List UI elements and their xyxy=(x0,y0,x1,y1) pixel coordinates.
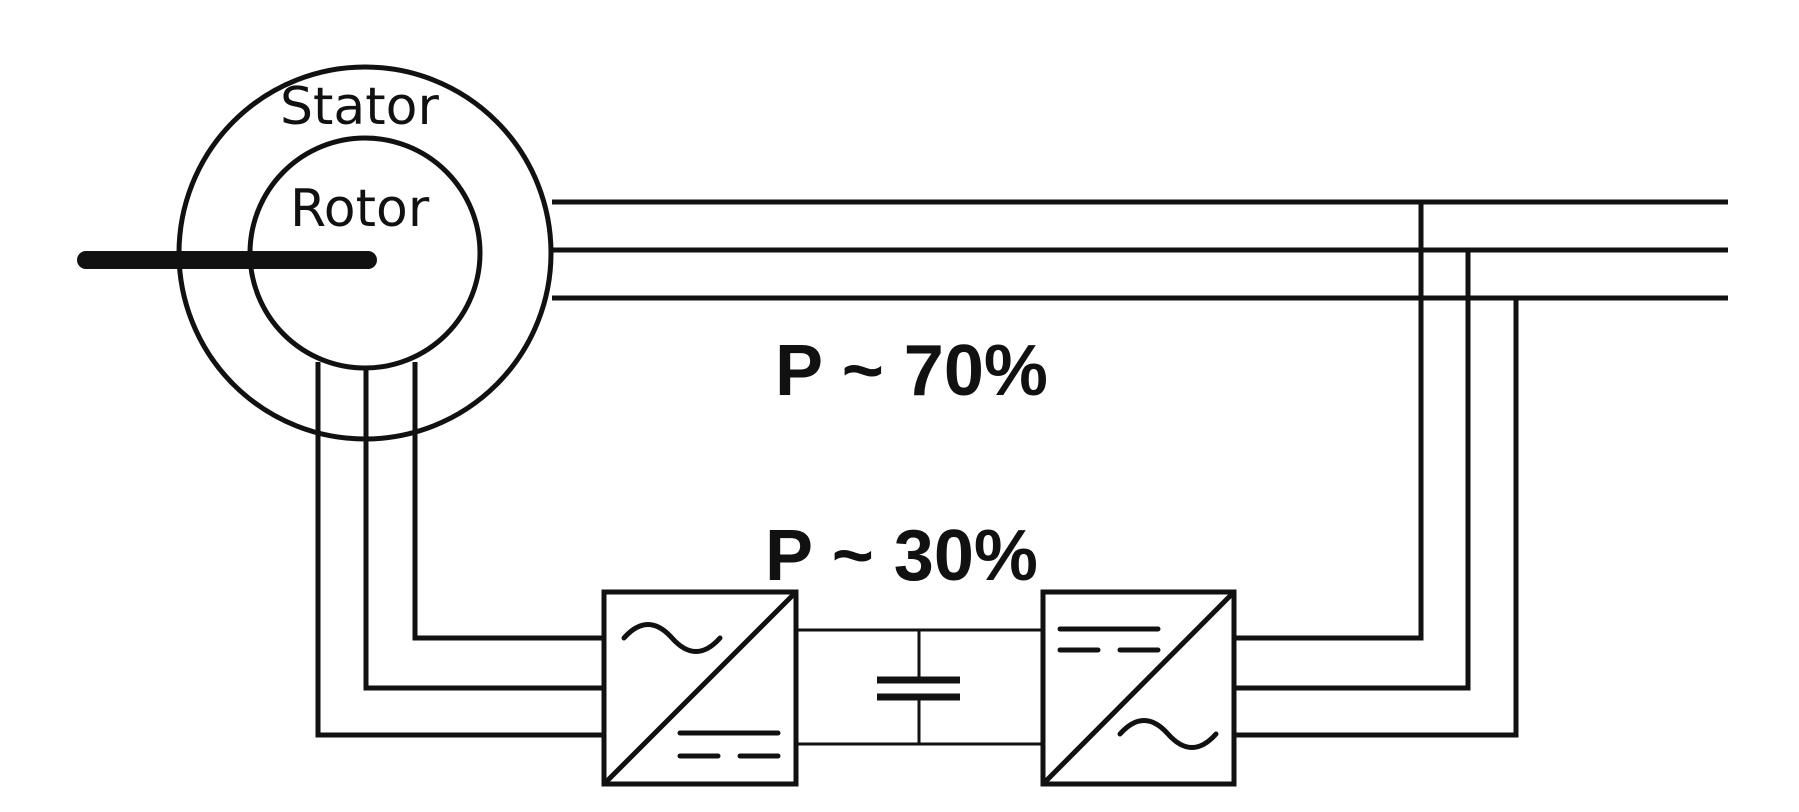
rectifier-diagonal xyxy=(602,590,798,786)
grid-tap-line-3 xyxy=(1234,298,1519,738)
inverter-diagonal xyxy=(1041,590,1236,786)
rotor-line-1 xyxy=(412,362,604,641)
stator-power-label: P ~ 70% xyxy=(775,331,1048,411)
stator-grid-lines xyxy=(552,199,1728,301)
rectifier-box xyxy=(601,589,799,787)
grid-tap-line-1 xyxy=(1234,202,1424,641)
rotor-line-3 xyxy=(315,362,604,738)
ac-wave-icon xyxy=(1117,718,1219,750)
grid-tap-line-2 xyxy=(1234,250,1471,691)
rotor-label: Rotor xyxy=(290,179,430,239)
converter-power-label: P ~ 30% xyxy=(765,516,1038,596)
ac-dc-converter-icon xyxy=(601,589,799,787)
rotor-line-2 xyxy=(363,368,604,691)
stator-label: Stator xyxy=(280,77,439,137)
dc-link xyxy=(796,628,1043,746)
dc-ac-converter-icon xyxy=(1040,589,1237,787)
rotor-converter-lines xyxy=(315,362,604,738)
grid-converter-lines xyxy=(1234,202,1519,738)
inverter-box xyxy=(1040,589,1237,787)
ac-wave-icon xyxy=(621,622,723,654)
